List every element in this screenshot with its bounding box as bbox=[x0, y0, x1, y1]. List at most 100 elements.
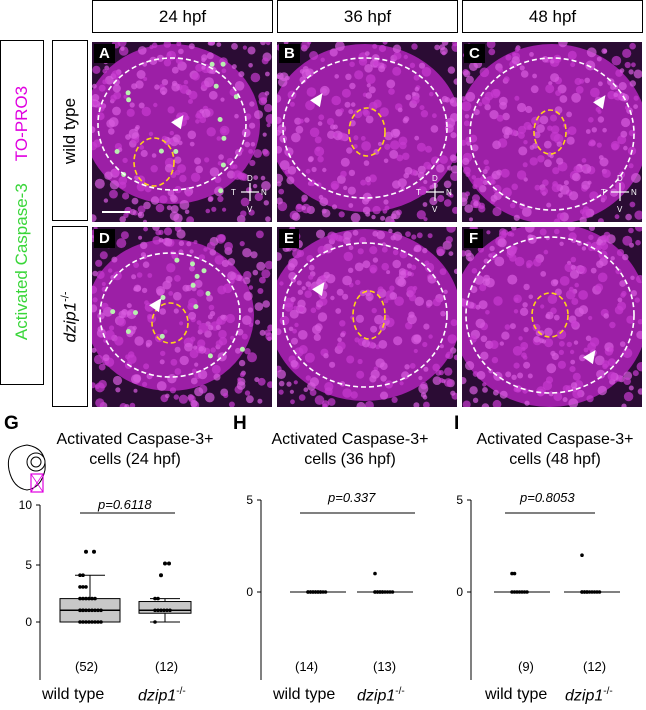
data-point bbox=[306, 590, 310, 594]
data-point bbox=[388, 590, 392, 594]
data-point bbox=[81, 620, 85, 624]
data-point bbox=[90, 596, 94, 601]
data-point bbox=[156, 608, 160, 613]
svg-text:T: T bbox=[231, 188, 236, 197]
outlier-point bbox=[163, 561, 167, 566]
panel-letter-F: F bbox=[464, 229, 484, 248]
data-point bbox=[510, 590, 514, 594]
data-point bbox=[87, 608, 91, 613]
data-point bbox=[510, 571, 514, 576]
data-point bbox=[78, 585, 82, 589]
data-point bbox=[84, 608, 88, 613]
arrowhead-icon bbox=[171, 115, 184, 130]
data-point bbox=[153, 620, 157, 624]
y-tick-label: 5 bbox=[25, 558, 32, 572]
data-point bbox=[525, 590, 529, 594]
micrograph-panel-D: D bbox=[92, 227, 272, 407]
svg-text:N: N bbox=[631, 188, 637, 197]
data-point bbox=[81, 596, 85, 601]
arrowhead-icon bbox=[593, 95, 606, 110]
data-point bbox=[93, 596, 97, 601]
svg-text:T: T bbox=[416, 188, 421, 197]
outlier-point bbox=[159, 573, 163, 578]
data-point bbox=[93, 608, 97, 613]
data-point bbox=[159, 608, 163, 613]
data-point bbox=[153, 608, 157, 613]
column-header-24hpf: 24 hpf bbox=[92, 0, 273, 33]
svg-text:V: V bbox=[247, 205, 253, 214]
arrowhead-icon bbox=[310, 93, 323, 108]
data-point bbox=[390, 590, 395, 594]
panel-letter-E: E bbox=[279, 229, 300, 248]
data-point bbox=[87, 596, 91, 601]
series-dzip1 bbox=[564, 553, 620, 594]
panel-letter-G: G bbox=[4, 413, 19, 434]
data-point bbox=[81, 608, 85, 613]
data-point bbox=[373, 571, 377, 576]
svg-text:N: N bbox=[446, 188, 452, 197]
data-point bbox=[520, 590, 524, 594]
xlabel-G-wt: wild type bbox=[42, 686, 105, 703]
chart-title-G: Activated Caspase-3+cells (24 hpf) bbox=[56, 431, 214, 468]
svg-text:V: V bbox=[432, 205, 438, 214]
data-point bbox=[323, 590, 328, 594]
panel-letter-A: A bbox=[94, 44, 115, 63]
data-point bbox=[590, 590, 594, 594]
series-wild-type bbox=[290, 590, 346, 594]
data-point bbox=[597, 590, 602, 594]
data-point bbox=[316, 590, 320, 594]
data-point bbox=[582, 590, 587, 594]
series-wild-type bbox=[494, 571, 550, 594]
data-point bbox=[321, 590, 325, 594]
y-tick-label: 5 bbox=[246, 493, 253, 507]
data-point bbox=[385, 590, 390, 594]
row-label-dzip1: dzip1-/- bbox=[52, 226, 88, 407]
box bbox=[138, 601, 192, 614]
data-point bbox=[168, 608, 172, 613]
column-header-36hpf: 36 hpf bbox=[277, 0, 458, 33]
data-point bbox=[378, 590, 382, 594]
data-point bbox=[156, 596, 160, 601]
data-point bbox=[318, 590, 323, 594]
series-wild-type bbox=[59, 549, 121, 624]
data-point bbox=[375, 590, 380, 594]
arrowhead-icon bbox=[312, 282, 325, 297]
data-point bbox=[84, 596, 88, 601]
panel-letter-B: B bbox=[279, 44, 300, 63]
pvalue-H: p=0.337 bbox=[328, 490, 376, 505]
data-point bbox=[90, 608, 94, 613]
data-point bbox=[78, 596, 82, 601]
y-tick-label: 10 bbox=[19, 498, 33, 512]
data-point bbox=[93, 620, 97, 624]
data-point bbox=[311, 590, 315, 594]
data-point bbox=[580, 553, 584, 557]
xlabel-H-dzip1: dzip1-/- bbox=[357, 686, 405, 705]
n-count-I-dzip1: (12) bbox=[583, 659, 607, 674]
n-count-G-dzip1: (12) bbox=[155, 659, 179, 674]
outlier-point bbox=[167, 561, 171, 566]
data-point bbox=[96, 608, 100, 613]
panel-letter-H: H bbox=[233, 413, 247, 434]
series-dzip1 bbox=[357, 571, 413, 594]
stain-label-box: Activated Caspase-3TO-PRO3 bbox=[0, 40, 44, 385]
svg-text:T: T bbox=[601, 188, 606, 197]
panel-letter-C: C bbox=[464, 44, 485, 63]
data-point bbox=[87, 620, 91, 624]
y-tick-label: 0 bbox=[246, 585, 253, 599]
n-count-G-wt: (52) bbox=[75, 659, 99, 674]
xlabel-I-wt: wild type bbox=[485, 686, 548, 703]
arrowhead-icon bbox=[583, 350, 596, 365]
data-point bbox=[373, 590, 377, 594]
svg-text:D: D bbox=[247, 174, 253, 183]
data-point bbox=[383, 590, 387, 594]
data-point bbox=[587, 590, 592, 594]
eye-schematic-icon bbox=[7, 444, 46, 493]
panel-letter-I: I bbox=[454, 413, 460, 434]
y-tick-label: 5 bbox=[456, 493, 463, 507]
outlier-point bbox=[84, 549, 88, 554]
